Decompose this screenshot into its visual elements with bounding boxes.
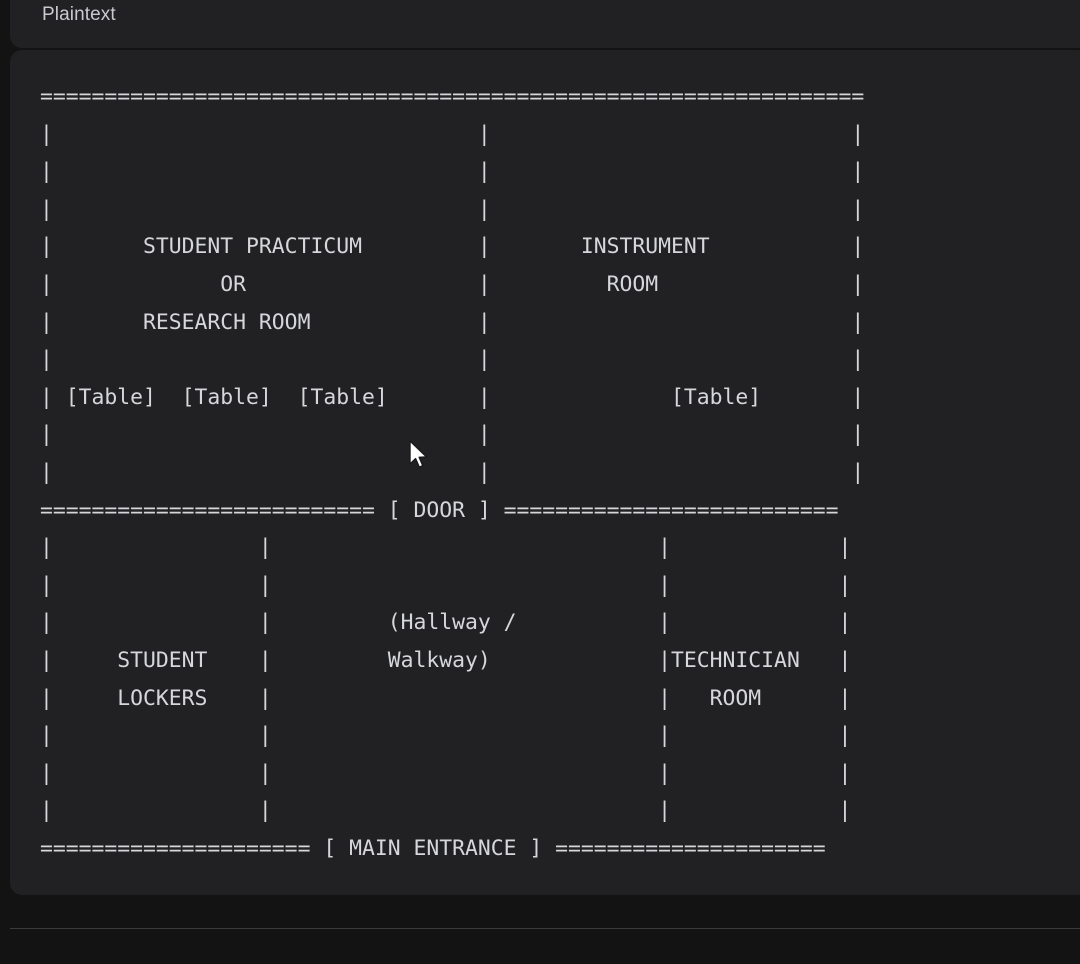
code-language-header: Plaintext: [10, 0, 1080, 48]
ascii-floor-plan: ========================================…: [40, 84, 865, 861]
code-block-panel[interactable]: ========================================…: [10, 50, 1080, 895]
code-language-label: Plaintext: [42, 4, 116, 25]
bottom-divider: [10, 928, 1080, 929]
